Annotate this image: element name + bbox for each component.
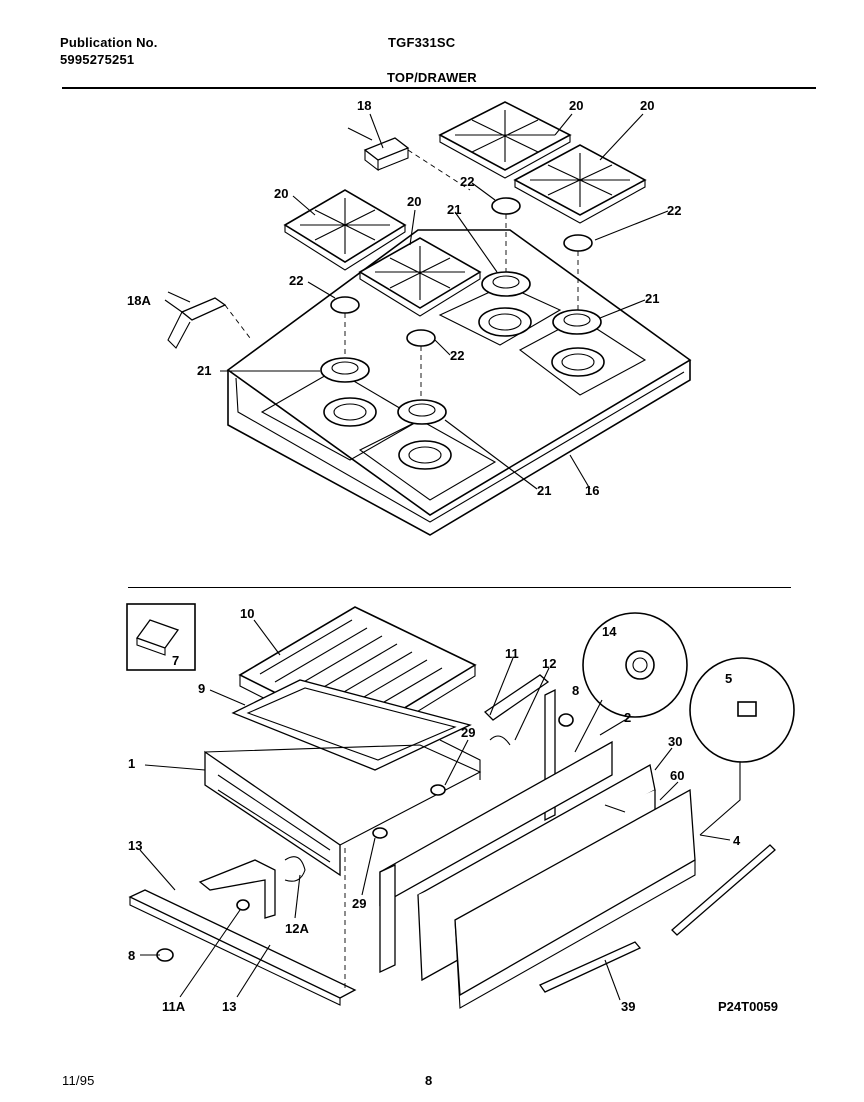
callout-30: 30 [668,734,682,749]
header-rule [62,87,816,89]
publication-number: 5995275251 [60,52,135,67]
callout-16: 16 [585,483,599,498]
callout-18: 18 [357,98,371,113]
callout-20: 20 [640,98,654,113]
callout-10: 10 [240,606,254,621]
diagram-code: P24T0059 [718,999,778,1014]
callout-22: 22 [667,203,681,218]
drawer-rails [379,674,613,974]
callout-29: 29 [352,896,366,911]
drawer-body [204,739,482,877]
callout-29: 29 [461,725,475,740]
callout-4: 4 [733,833,741,848]
callout-8: 8 [572,683,579,698]
clip-part [135,619,180,649]
callout-21: 21 [645,291,659,306]
publication-label: Publication No. [60,35,158,50]
model-number: TGF331SC [388,35,456,50]
callout-12A: 12A [285,921,309,936]
drawer-panels [417,763,696,1009]
leader-lines [139,113,731,1001]
detail-circles [574,612,795,836]
page-number: 8 [425,1073,433,1088]
section-title: TOP/DRAWER [387,70,477,85]
callout-60: 60 [670,768,684,783]
callout-1: 1 [128,756,135,771]
burner-grates [283,101,647,317]
hinge-brackets [167,127,471,349]
callout-7: 7 [172,653,179,668]
callout-20: 20 [274,186,288,201]
callout-22: 22 [450,348,464,363]
callout-12: 12 [542,656,556,671]
callout-9: 9 [198,681,205,696]
callout-22: 22 [289,273,303,288]
trim-strips [539,844,776,993]
broiler-grid [231,606,477,771]
callout-20: 20 [569,98,583,113]
bottom-rail [128,848,357,1006]
callout-2: 2 [624,710,631,725]
callout-21: 21 [447,202,461,217]
callout-11: 11 [505,646,519,661]
callout-20: 20 [407,194,421,209]
callout-11A: 11A [162,999,186,1014]
callout-21: 21 [197,363,211,378]
callout-22: 22 [460,174,474,189]
callout-18A: 18A [127,293,151,308]
callout-8: 8 [128,948,135,963]
callout-39: 39 [621,999,635,1014]
section-divider [128,587,791,588]
cooktop-main-top [226,197,692,536]
callout-13: 13 [222,999,236,1014]
footer-date: 11/95 [62,1073,95,1088]
callout-21: 21 [537,483,551,498]
callout-5: 5 [725,671,732,686]
callout-13: 13 [128,838,142,853]
callout-14: 14 [602,624,617,639]
inset-box [126,603,196,671]
